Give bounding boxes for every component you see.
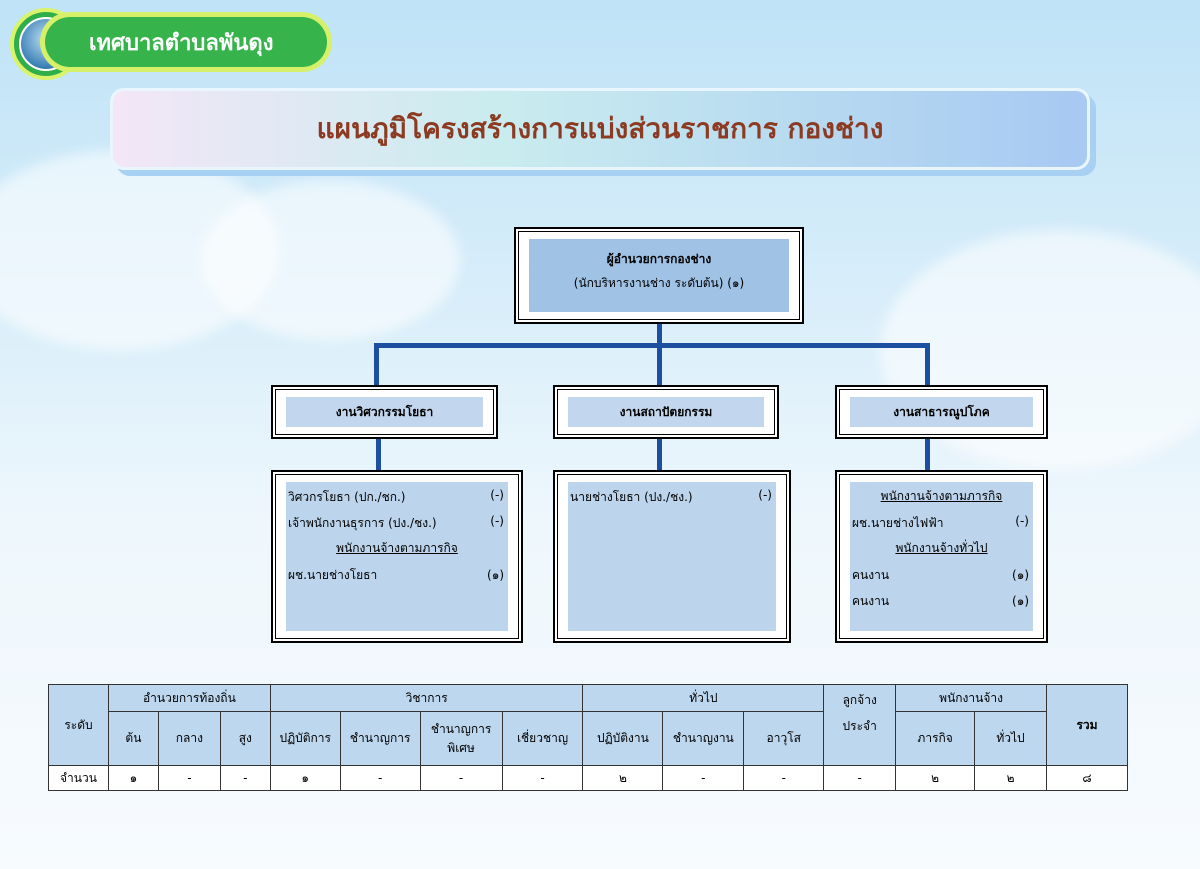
cell: -: [662, 765, 745, 791]
header-level: ระดับ: [48, 684, 109, 766]
header-sub: ชำนาญงาน: [662, 711, 745, 766]
header-group: พนักงานจ้าง: [895, 684, 1047, 712]
head-title: ผู้อำนวยการกองช่าง: [606, 252, 712, 266]
header-sub: สูง: [219, 711, 271, 766]
cell: -: [743, 765, 825, 791]
connector-line: [376, 437, 381, 472]
connector-line: [374, 343, 379, 388]
connector-line: [374, 343, 930, 348]
connector-line: [925, 343, 930, 388]
cell: -: [157, 765, 221, 791]
cell: ๒: [974, 765, 1047, 791]
header-group: อำนวยการท้องถิ่น: [107, 684, 271, 712]
unit-name: งานสถาปัตยกรรม: [568, 397, 764, 427]
unit-box: งานวิศวกรรมโยธา: [271, 385, 498, 439]
staff-box: วิศวกรโยธา (ปก./ชก.)(-) เจ้าพนักงานธุรกา…: [271, 470, 523, 643]
unit-box: งานสถาปัตยกรรม: [553, 385, 779, 439]
title-banner: แผนภูมิโครงสร้างการแบ่งส่วนราชการ กองช่า…: [110, 88, 1090, 170]
cell: -: [823, 765, 897, 791]
connector-line: [657, 322, 662, 388]
staff-row: คนงาน(๑): [852, 594, 1029, 608]
unit-box: งานสาธารณูปโภค: [835, 385, 1048, 439]
header-sub: ทั่วไป: [974, 711, 1047, 766]
staff-summary-table: ระดับ อำนวยการท้องถิ่น วิชาการ ทั่วไป ลู…: [48, 684, 1128, 791]
header-sub: เชี่ยวชาญ: [501, 711, 584, 766]
header-sub: อาวุโส: [743, 711, 825, 766]
header-sub: ชำนาญการพิเศษ: [419, 711, 503, 766]
staff-row: ผช.นายช่างโยธา(๑): [288, 568, 504, 582]
staff-box: นายช่างโยธา (ปง./ชง.)(-): [553, 470, 791, 643]
header-group: ทั่วไป: [582, 684, 825, 712]
cell: ๒: [895, 765, 976, 791]
header-sub: ชำนาญการ: [339, 711, 421, 766]
org-name: เทศบาลตำบลพันดุง: [45, 17, 327, 67]
cell: ๑: [107, 765, 159, 791]
org-name-badge: เทศบาลตำบลพันดุง: [40, 12, 332, 72]
staff-heading: พนักงานจ้างตามภารกิจ: [336, 541, 458, 555]
cell: -: [219, 765, 271, 791]
header-sub: ปฏิบัติงาน: [582, 711, 664, 766]
staff-heading: พนักงานจ้างตามภารกิจ: [880, 489, 1003, 503]
cell: -: [419, 765, 503, 791]
cell: ๒: [582, 765, 664, 791]
unit-name: งานสาธารณูปโภค: [850, 397, 1033, 427]
cell: -: [501, 765, 584, 791]
header-permanent: ลูกจ้างประจำ: [823, 684, 897, 766]
cell: ๘: [1046, 765, 1128, 791]
unit-name: งานวิศวกรรมโยธา: [286, 397, 483, 427]
page-title: แผนภูมิโครงสร้างการแบ่งส่วนราชการ กองช่า…: [316, 112, 884, 145]
head-subtitle: (นักบริหารงานช่าง ระดับต้น) (๑): [573, 276, 745, 290]
row-label: จำนวน: [48, 765, 109, 791]
header-group: วิชาการ: [269, 684, 584, 712]
header-total: รวม: [1046, 684, 1128, 766]
header-sub: ปฏิบัติการ: [269, 711, 341, 766]
staff-row: คนงาน(๑): [852, 568, 1029, 582]
header-sub: กลาง: [157, 711, 221, 766]
staff-row: นายช่างโยธา (ปง./ชง.)(-): [570, 488, 772, 504]
head-box: ผู้อำนวยการกองช่าง (นักบริหารงานช่าง ระดั…: [514, 227, 804, 324]
staff-box: พนักงานจ้างตามภารกิจ ผช.นายช่างไฟฟ้า(-) …: [835, 470, 1048, 643]
staff-row: วิศวกรโยธา (ปก./ชก.)(-): [288, 488, 504, 504]
staff-row: ผช.นายช่างไฟฟ้า(-): [852, 514, 1029, 530]
connector-line: [657, 437, 662, 472]
header-sub: ภารกิจ: [895, 711, 976, 766]
cell: ๑: [269, 765, 341, 791]
cell: -: [339, 765, 421, 791]
staff-row: เจ้าพนักงานธุรการ (ปง./ชง.)(-): [288, 514, 504, 530]
staff-heading: พนักงานจ้างทั่วไป: [895, 541, 988, 555]
header-sub: ต้น: [107, 711, 159, 766]
connector-line: [925, 437, 930, 472]
